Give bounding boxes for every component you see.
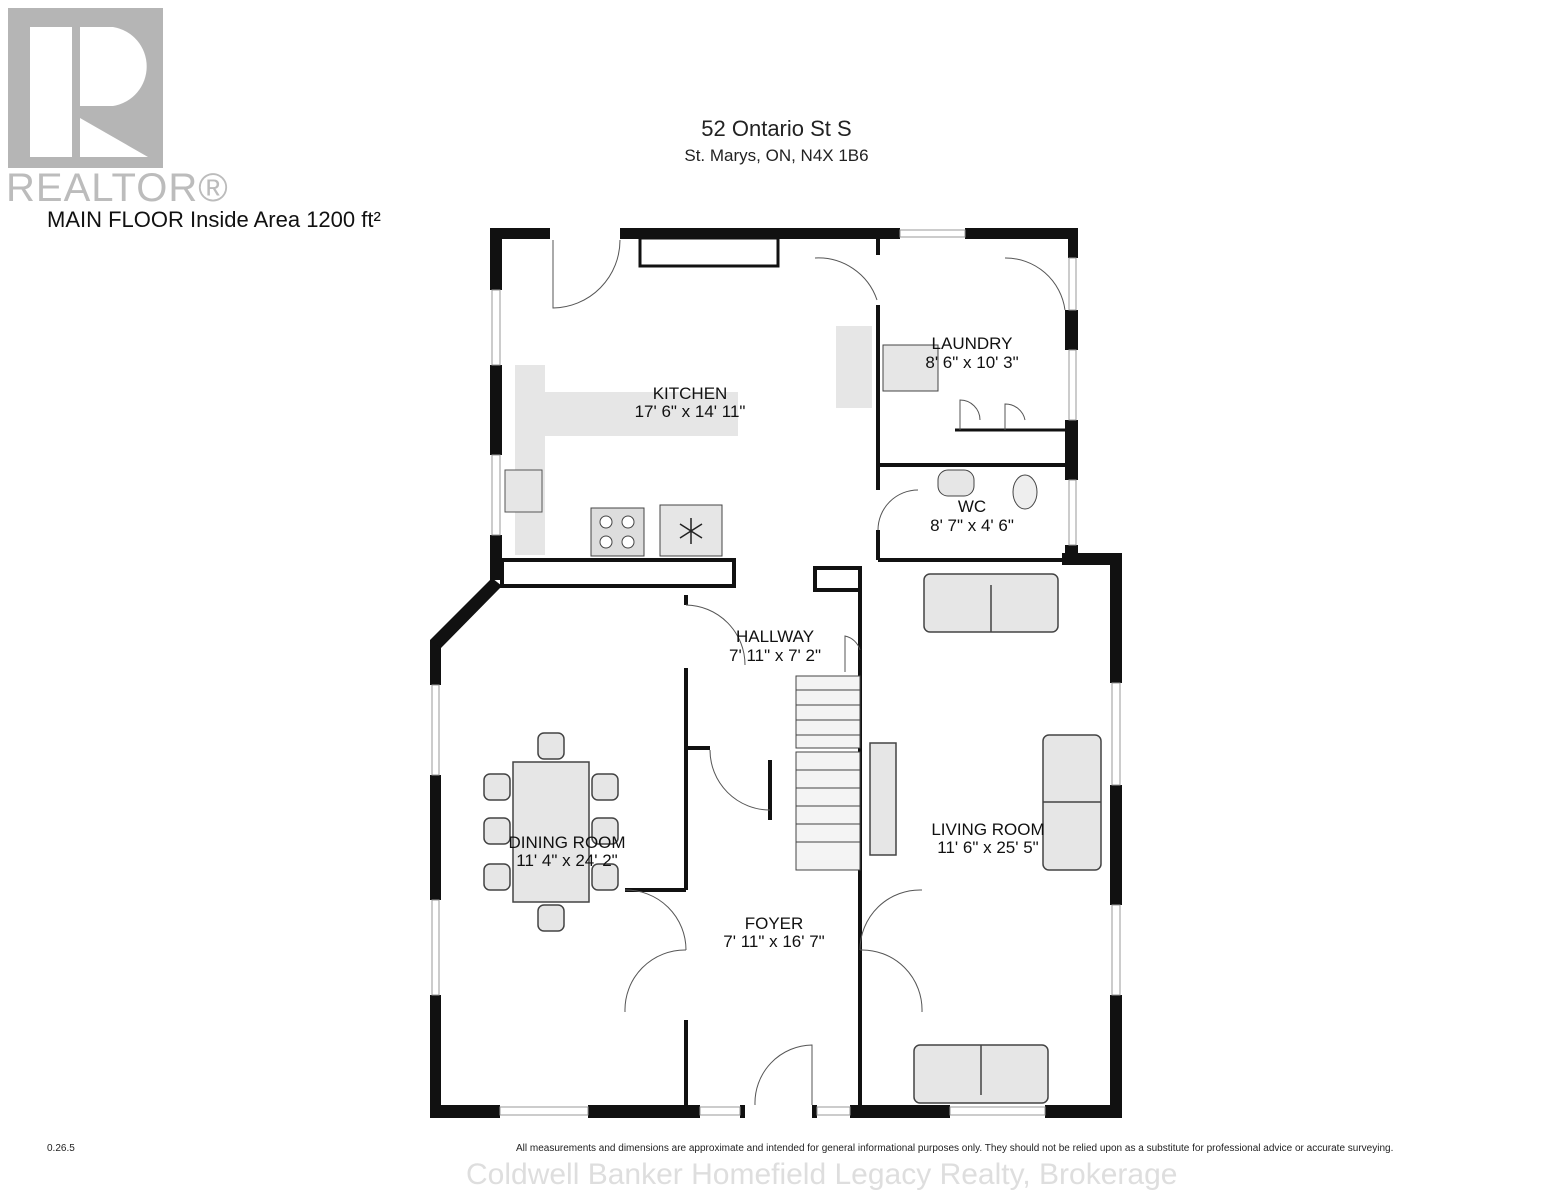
disclaimer: All measurements and dimensions are appr… xyxy=(516,1143,1394,1154)
room-dims: 17' 6" x 14' 11" xyxy=(635,402,746,421)
room-name: LAUNDRY xyxy=(932,334,1013,353)
brokerage-watermark: Coldwell Banker Homefield Legacy Realty,… xyxy=(466,1158,1178,1191)
room-name: KITCHEN xyxy=(653,384,728,403)
exterior-walls xyxy=(430,228,1122,1118)
room-labels: KITCHEN 17' 6" x 14' 11" LAUNDRY 8' 6" x… xyxy=(508,334,1044,951)
room-dims: 11' 6" x 25' 5" xyxy=(937,838,1038,857)
room-name: WC xyxy=(958,497,986,516)
room-name: DINING ROOM xyxy=(508,833,625,852)
realtor-wordmark: REALTOR® xyxy=(6,166,229,210)
realtor-r-icon xyxy=(30,27,148,157)
counter xyxy=(515,365,545,555)
windows xyxy=(431,229,1121,1116)
room-name: HALLWAY xyxy=(736,627,814,646)
room-dims: 7' 11" x 7' 2" xyxy=(729,646,821,665)
room-name: FOYER xyxy=(745,914,804,933)
toilet-icon xyxy=(1012,474,1038,510)
stairs xyxy=(795,675,861,871)
pantry xyxy=(836,326,872,408)
furniture xyxy=(483,573,1102,1104)
room-dims: 8' 7" x 4' 6" xyxy=(930,516,1014,535)
wc-sink-icon xyxy=(937,469,975,497)
doors xyxy=(552,239,1066,1106)
floor-title: MAIN FLOOR Inside Area 1200 ft² xyxy=(47,207,381,232)
address-city: St. Marys, ON, N4X 1B6 xyxy=(684,146,869,165)
washer-icon xyxy=(882,344,939,392)
island xyxy=(545,392,738,436)
room-dims: 7' 11" x 16' 7" xyxy=(723,932,824,951)
realtor-logo xyxy=(8,8,163,168)
sink-icon xyxy=(504,469,543,513)
address-street: 52 Ontario St S xyxy=(701,116,852,141)
room-name: LIVING ROOM xyxy=(931,820,1044,839)
room-dims: 11' 4" x 24' 2" xyxy=(516,851,617,870)
kitchen-fixtures xyxy=(504,326,1038,557)
version-label: 0.26.5 xyxy=(47,1143,75,1154)
room-dims: 8' 6" x 10' 3" xyxy=(925,353,1018,372)
stove-icon xyxy=(590,507,645,557)
snowflake-icon xyxy=(679,518,703,544)
